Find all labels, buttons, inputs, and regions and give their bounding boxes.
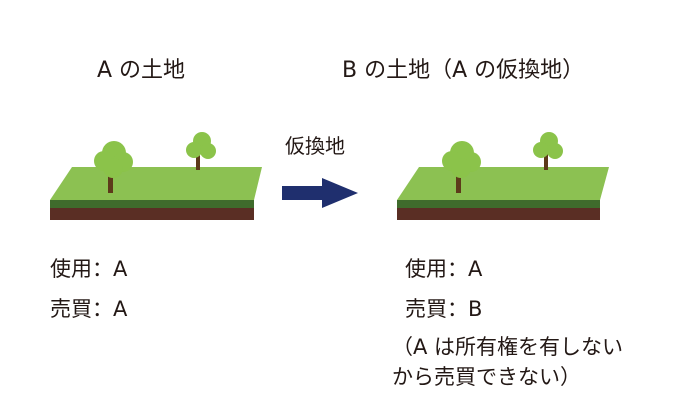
right-big-tree-icon [442,141,481,193]
left-land-block [50,167,262,220]
left-land-title: A の土地 [97,58,186,83]
right-small-tree-icon [533,132,563,170]
right-note-line1: （A は所有権を有しない [392,335,624,359]
right-note-line2: から売買できない） [392,365,581,389]
left-land-soil [50,208,254,220]
right-land-block [397,167,609,220]
right-usage-text: 使用：A [405,257,483,281]
right-land-title: B の土地（A の仮換地） [342,58,585,83]
left-small-tree-icon [186,132,216,170]
left-land-grass-edge [50,200,254,208]
left-land-grass-top [50,167,262,200]
left-sale-text: 売買：A [50,297,128,321]
right-land-grass-top [397,167,609,200]
right-land-soil [397,208,600,220]
left-big-tree-icon [94,141,133,193]
left-usage-text: 使用：A [50,257,128,281]
right-sale-text: 売買：B [405,297,483,321]
arrow-label: 仮換地 [285,134,345,158]
right-land-grass-edge [397,200,600,208]
arrow-right-icon [282,178,358,208]
